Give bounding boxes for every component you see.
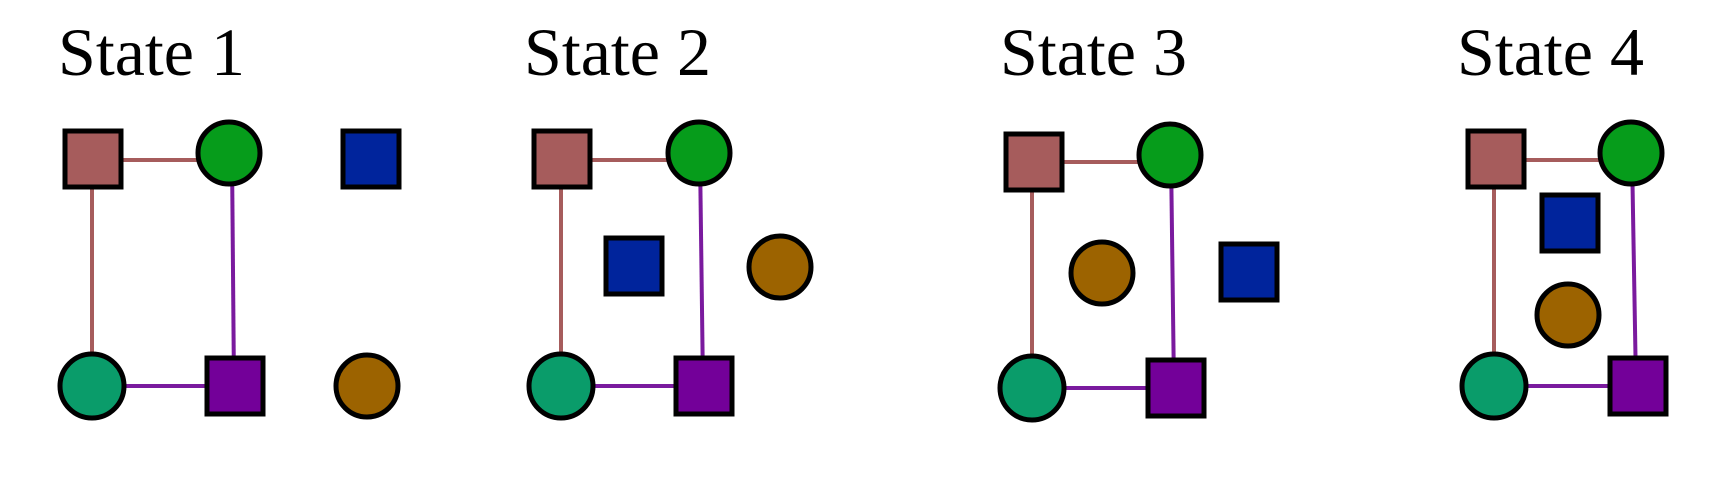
state-2-group (526, 119, 814, 421)
green-circle (195, 119, 263, 187)
edge-purple (1169, 155, 1176, 389)
rose-square (1003, 131, 1065, 193)
edge-purple (230, 155, 236, 387)
purple-square (1607, 355, 1669, 417)
brown-circle (1068, 239, 1136, 307)
teal-circle (997, 353, 1067, 423)
state-1-group (57, 119, 402, 421)
purple-square (1145, 357, 1207, 419)
blue-square (1218, 241, 1280, 303)
teal-circle (526, 351, 596, 421)
green-circle (1597, 119, 1665, 187)
state-2-title: State 2 (524, 14, 711, 90)
green-circle (665, 119, 733, 187)
purple-square (204, 355, 266, 417)
green-circle (1136, 121, 1204, 189)
teal-circle (57, 351, 127, 421)
brown-circle (746, 233, 814, 301)
teal-circle (1459, 351, 1529, 421)
state-3-group (997, 121, 1280, 423)
edge-purple (1630, 153, 1638, 387)
brown-circle (1534, 281, 1602, 349)
rose-square (62, 128, 124, 190)
state-4-title: State 4 (1457, 14, 1644, 90)
edge-purple (698, 155, 705, 387)
rose-square (531, 128, 593, 190)
blue-square (603, 235, 665, 297)
state-4-group (1459, 119, 1669, 421)
blue-square (340, 128, 402, 190)
rose-square (1465, 128, 1527, 190)
state-3-title: State 3 (1000, 14, 1187, 90)
purple-square (673, 355, 735, 417)
blue-square (1539, 192, 1601, 254)
state-1-title: State 1 (58, 14, 245, 90)
brown-circle (333, 352, 401, 420)
